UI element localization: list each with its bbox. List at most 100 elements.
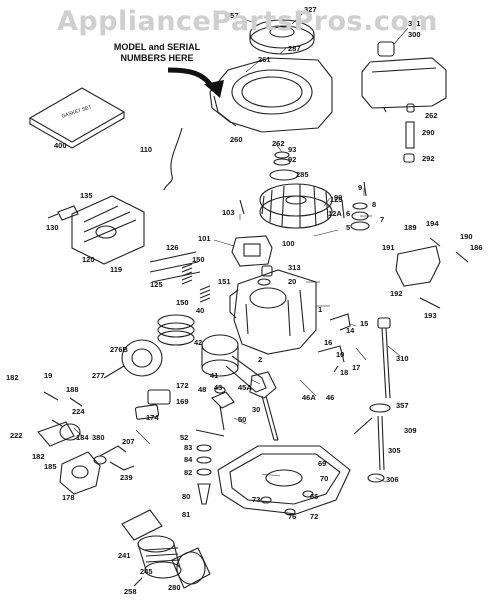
part-label: 41 [210,371,218,380]
part-label: 18 [340,368,348,377]
part-label: 305 [388,446,401,455]
part-label: 192 [390,289,403,298]
part-label: 277 [92,371,105,380]
ignition-wire [163,127,183,191]
hardware [43,199,373,516]
part-label: 380 [92,433,105,442]
part-label: 19 [44,371,52,380]
part-label: 16 [324,338,332,347]
part-label: 119 [110,265,122,274]
part-label: 174 [146,413,159,422]
part-label: 241 [118,551,131,560]
part-label: 14 [346,326,355,335]
part-label: 126 [166,243,179,252]
part-label: 1 [318,305,322,314]
part-label: 83 [184,443,192,452]
part-label: 193 [424,311,437,320]
part-label: 301 [408,19,421,28]
part-label: 150 [176,298,189,307]
part-label: 262 [272,139,285,148]
part-label: 182 [6,373,19,382]
part-label: 42 [194,338,202,347]
part-label: 46 [326,393,334,402]
gasket-set-envelope [28,87,126,149]
part-label: 239 [120,473,133,482]
part-label: 101 [198,234,211,243]
part-label: 287 [288,44,301,53]
part-label: 400 [54,141,67,150]
callout-line-2: NUMBERS HERE [120,53,194,63]
connecting-rod [225,355,267,393]
part-label: 17 [352,363,360,372]
part-label: 5 [346,223,350,232]
part-label: 82 [184,468,192,477]
part-label: 276B [110,345,129,354]
part-label: 186 [470,243,483,252]
part-label: 15 [360,319,368,328]
blower-housing [209,57,333,133]
part-label: 12A [328,209,342,218]
part-label: 300 [408,30,421,39]
part-label: 169 [176,397,189,406]
part-label: 185 [44,462,57,471]
part-label: 290 [422,128,435,137]
part-label: 182 [32,452,45,461]
part-label: 130 [46,223,59,232]
air-filter [121,509,211,589]
part-label: 6 [346,209,350,218]
part-label: 73 [252,495,260,504]
muffler [103,339,163,379]
part-label: 70 [320,474,328,483]
part-label: 357 [396,401,409,410]
model-serial-callout: MODEL and SERIAL NUMBERS HERE [92,42,222,64]
part-label: 69 [318,459,326,468]
piston-rings [157,314,195,346]
part-label: 260 [230,135,243,144]
part-label: 30 [252,405,260,414]
part-label: 125 [150,280,163,289]
part-label: 20 [288,277,296,286]
part-label: 191 [382,243,395,252]
part-label: 46A [302,393,316,402]
part-label: 327 [304,5,317,14]
part-label: 72 [310,512,318,521]
part-labels: 357 327 301 300 287 261 260 262 262 290 … [6,5,483,596]
rewind-starter [249,19,315,55]
part-label: 10 [336,350,344,359]
gaskets [134,389,171,420]
part-label: 2 [258,355,262,364]
flywheel [259,183,333,229]
ignition-module [231,235,273,267]
part-label: 280 [168,583,181,592]
governor-linkage [317,313,351,373]
part-label: 100 [282,239,295,248]
part-label: 262 [425,111,438,120]
head-bolts [149,251,201,283]
piston [201,334,239,377]
part-label: 184 [76,433,89,442]
gasket-set-text: GASKET SET [61,104,93,119]
control-bracket [395,237,469,309]
part-label: 110 [140,145,152,154]
part-label: 48 [198,385,206,394]
spark-plug [47,205,79,221]
part-label: 92 [288,155,296,164]
part-label: 310 [396,354,409,363]
part-label: 80 [182,492,190,501]
carb-linkage [93,445,135,471]
part-label: 292 [422,154,435,163]
part-label: 8 [372,200,376,209]
cylinder-block [229,269,317,355]
part-label: 84 [184,455,193,464]
part-label: 135 [80,191,93,200]
part-label: 50 [238,415,246,424]
part-label: 125 [330,195,343,204]
governor-gear [195,429,225,505]
part-label: 93 [288,145,296,154]
part-label: 357 [226,11,239,20]
part-label: 189 [404,223,417,232]
part-label: 172 [176,381,189,390]
fuel-line [403,103,415,163]
